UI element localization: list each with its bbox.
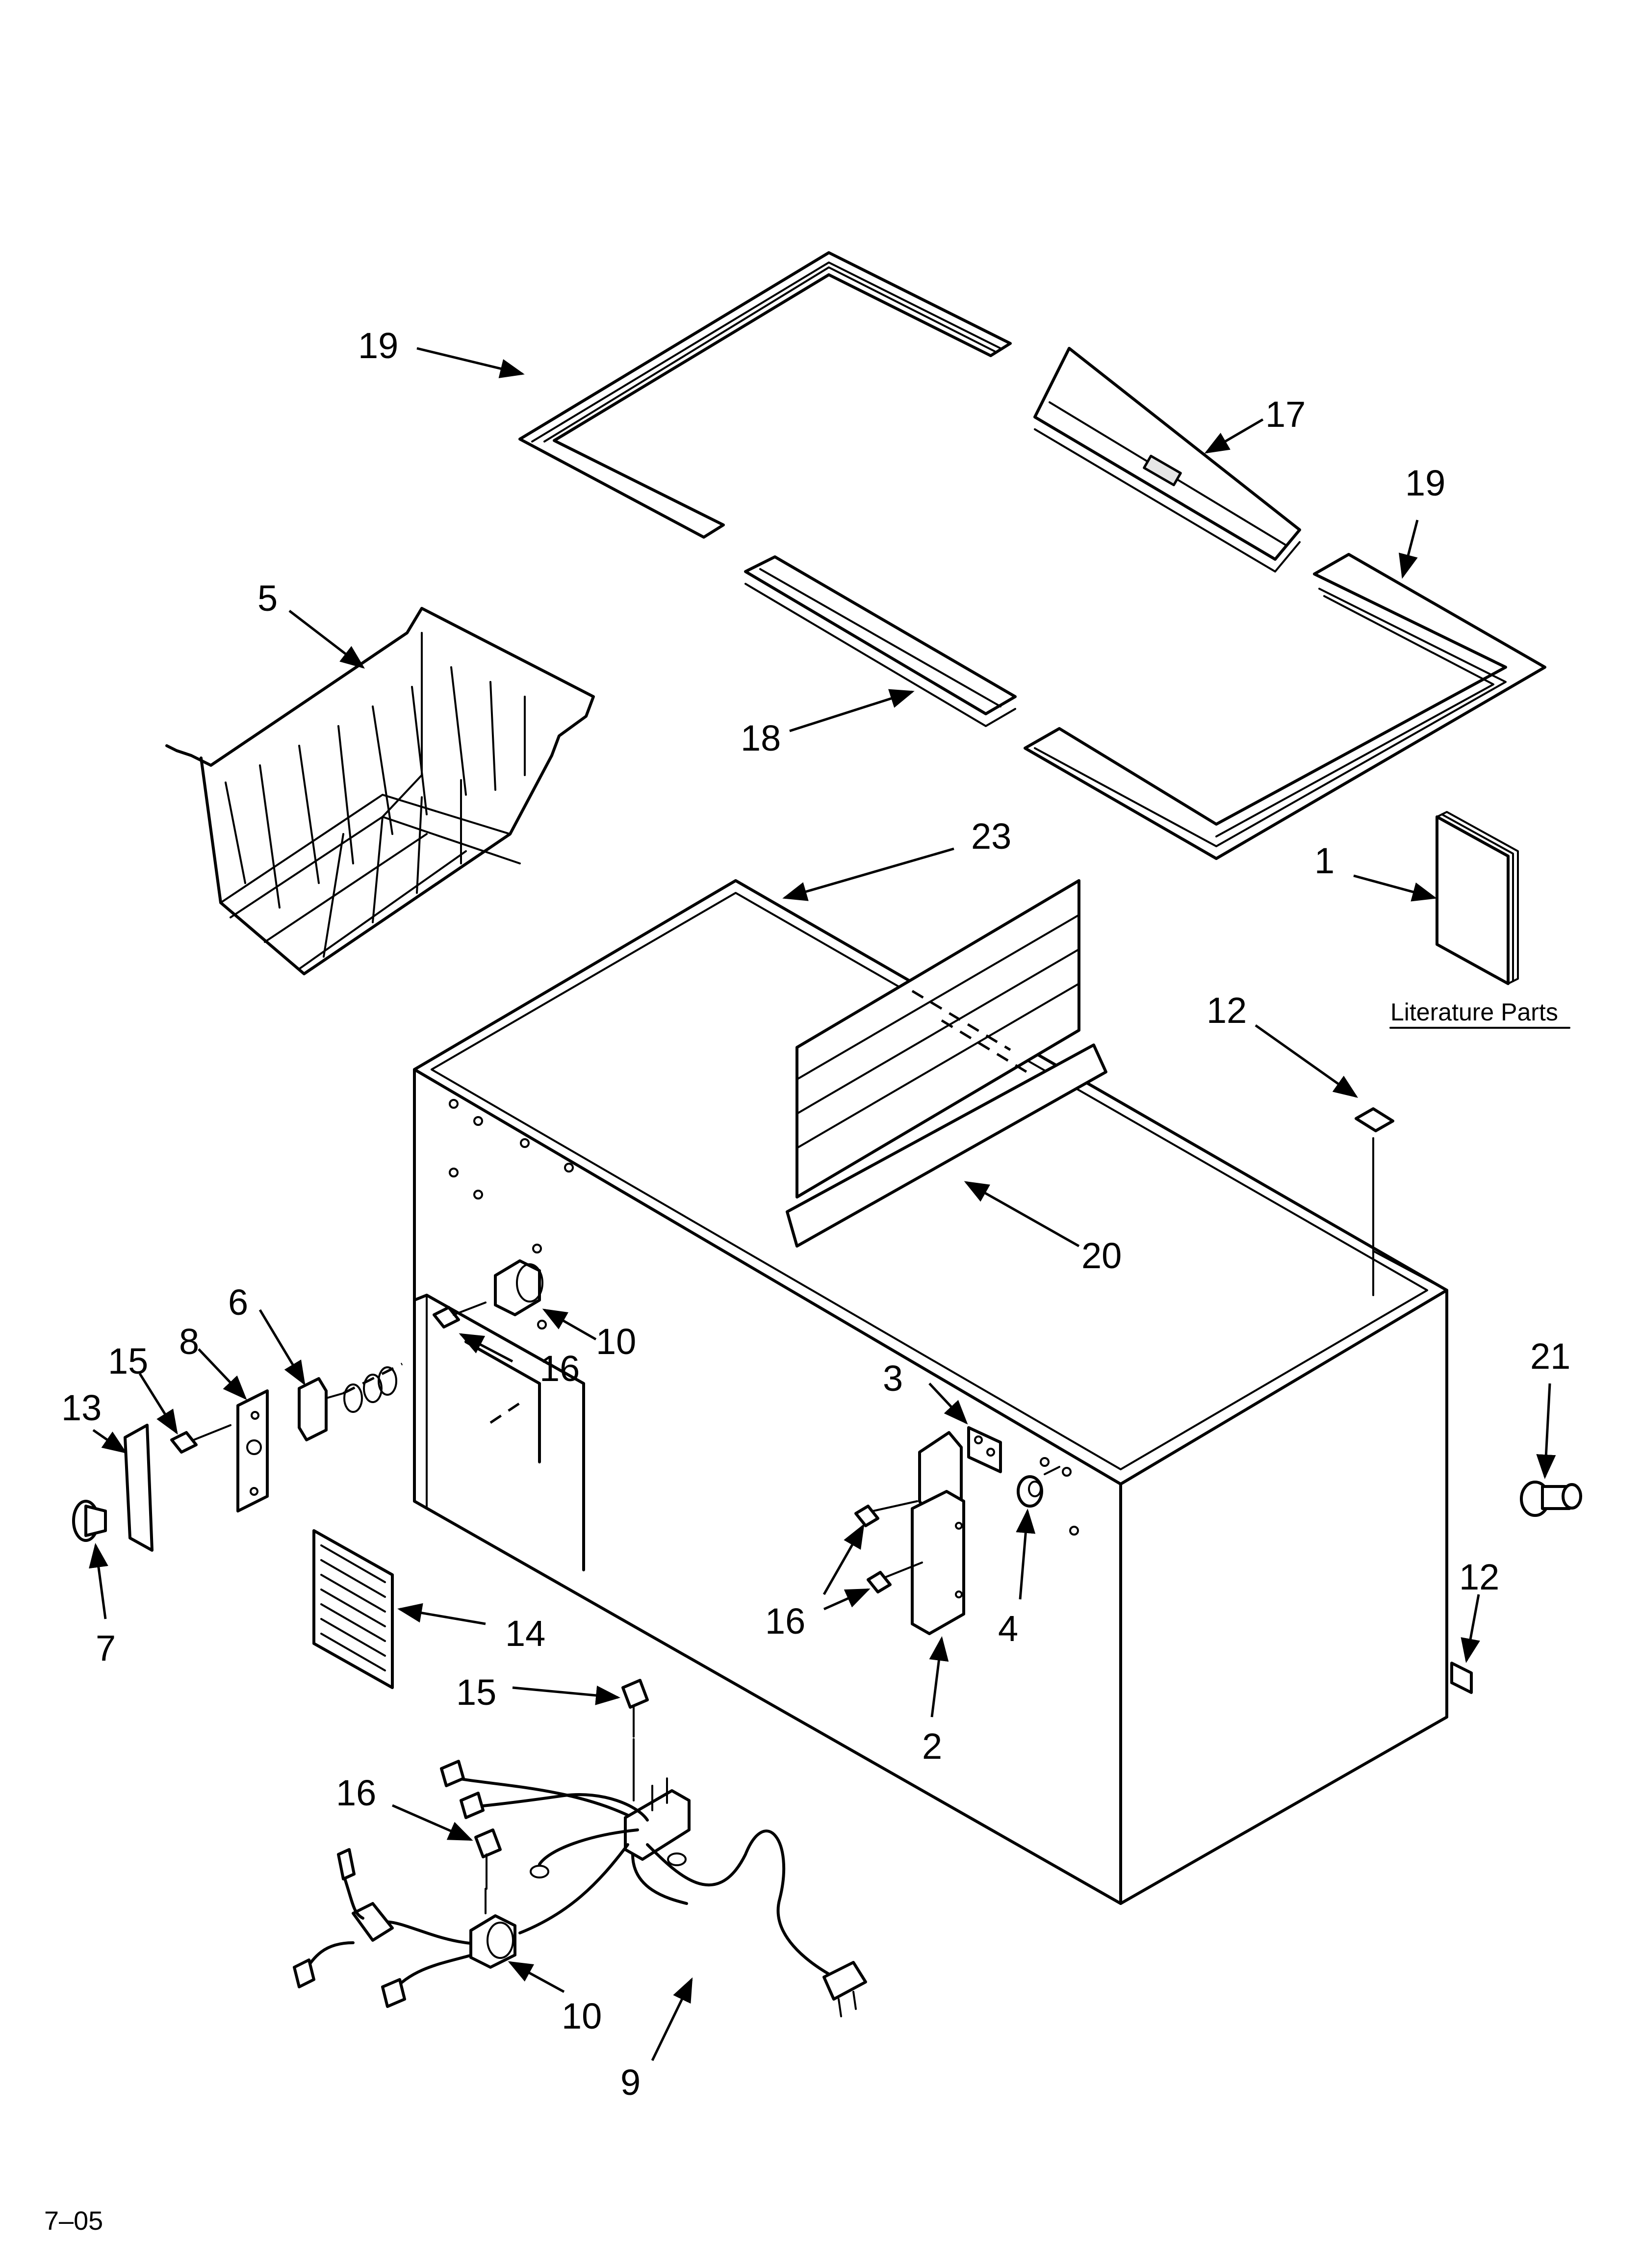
callout-16-cabinet: 16 <box>539 1348 580 1389</box>
callout-15-harness: 15 <box>456 1672 496 1713</box>
leader-lines <box>89 347 1556 2061</box>
callout-23: 23 <box>971 816 1011 857</box>
callout-18: 18 <box>741 718 781 758</box>
literature-booklet <box>1436 811 1519 985</box>
thermostat-6 <box>298 1362 403 1441</box>
screw-16-hinge-lower <box>867 1562 923 1593</box>
screw-16-hinge-upper <box>854 1500 918 1527</box>
footer-code: 7–05 <box>44 2206 103 2236</box>
clamp-10-cabinet <box>494 1244 547 1330</box>
callout-labels: 19 17 19 5 18 23 1 12 20 10 16 6 8 15 13… <box>44 325 1570 2236</box>
callout-3: 3 <box>883 1358 903 1399</box>
label-12-bottom <box>1450 1662 1473 1694</box>
divider-20 <box>786 879 1107 1248</box>
callout-12-top: 12 <box>1206 990 1247 1031</box>
callout-10-cabinet: 10 <box>596 1321 636 1362</box>
cabinet <box>413 879 1448 1905</box>
hinge-assembly <box>911 1426 1060 1635</box>
knob-7 <box>72 1500 107 1542</box>
gasket-strip-18 <box>744 555 1017 727</box>
cabinet-holes <box>449 1099 1079 1536</box>
callout-19-left: 19 <box>358 325 398 366</box>
callout-13: 13 <box>61 1387 102 1428</box>
literature-parts-label: Literature Parts <box>1390 998 1558 1026</box>
callout-7: 7 <box>96 1628 116 1668</box>
callout-6: 6 <box>228 1282 248 1323</box>
screw-16-harness <box>474 1828 502 1890</box>
drain-plug-21 <box>1520 1481 1582 1517</box>
screw-15-bracket <box>170 1424 231 1454</box>
screw-16-cabinet <box>433 1302 487 1329</box>
callout-19-right: 19 <box>1405 463 1445 503</box>
wire-harness-9 <box>293 1760 867 2017</box>
gasket-strip-17 <box>1033 347 1301 573</box>
callout-12-bottom: 12 <box>1459 1557 1499 1597</box>
callout-1: 1 <box>1314 840 1334 881</box>
gasket-right-19 <box>1024 553 1546 860</box>
callout-16-hinge: 16 <box>765 1601 805 1642</box>
label-13 <box>124 1424 154 1552</box>
callout-8: 8 <box>179 1321 199 1362</box>
callout-15-bracket: 15 <box>108 1341 148 1382</box>
callout-5: 5 <box>257 578 278 619</box>
gasket-left-19 <box>518 251 1012 539</box>
screw-15-harness <box>621 1679 649 1801</box>
grille-14 <box>312 1529 394 1689</box>
clamp-10-harness <box>469 1888 516 1969</box>
callout-2: 2 <box>922 1726 942 1767</box>
callout-16-harness: 16 <box>336 1773 376 1813</box>
callout-4: 4 <box>998 1608 1018 1649</box>
callout-20: 20 <box>1081 1235 1122 1276</box>
wire-basket <box>165 607 595 975</box>
callout-10-harness: 10 <box>562 1996 602 2036</box>
callout-14: 14 <box>505 1613 545 1654</box>
callout-9: 9 <box>620 2062 641 2103</box>
callout-21: 21 <box>1530 1336 1570 1377</box>
label-12-top <box>1355 1107 1394 1296</box>
thermostat-bracket-8 <box>236 1389 269 1512</box>
callout-17: 17 <box>1265 394 1306 435</box>
